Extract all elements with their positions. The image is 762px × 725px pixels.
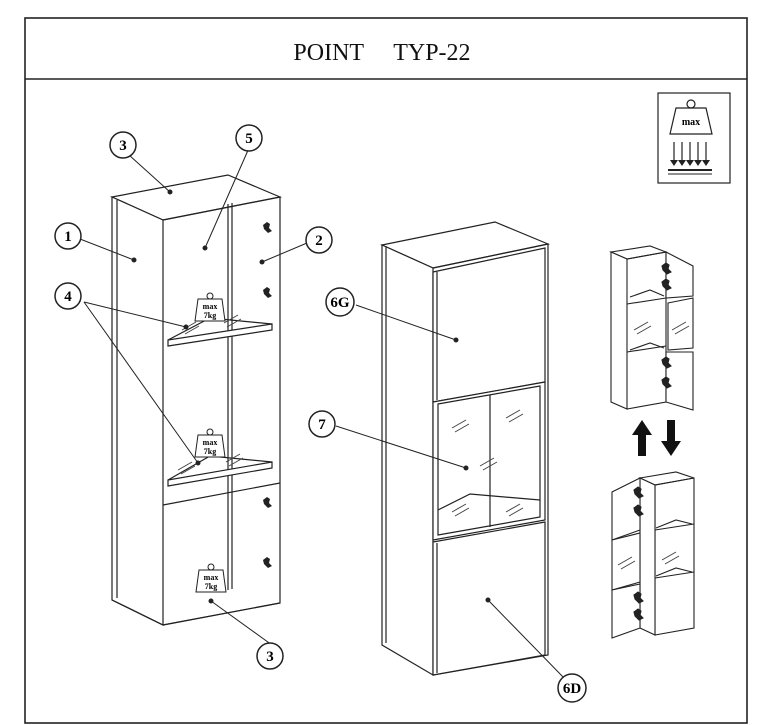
svg-text:6G: 6G	[330, 295, 350, 311]
upper-door	[432, 247, 546, 403]
swap-arrows	[632, 420, 681, 456]
callout-back-panel: 5	[235, 124, 263, 152]
callout-glass-shelves: 4	[54, 282, 82, 310]
callout-left-side: 1	[54, 222, 82, 250]
svg-text:5: 5	[245, 131, 253, 147]
svg-text:3: 3	[266, 649, 274, 665]
callout-bottom-panel: 3	[256, 642, 284, 670]
svg-text:3: 3	[119, 138, 127, 154]
callout-upper-door: 6G	[325, 287, 355, 317]
weight-tag-bottom-line1: max	[204, 573, 219, 582]
variant-hinged-left	[611, 471, 695, 639]
page-title: POINT TYP-22	[293, 40, 470, 66]
svg-text:6D: 6D	[563, 681, 582, 697]
weight-tag-upper-line2: 7kg	[204, 311, 216, 320]
svg-text:1: 1	[64, 229, 72, 245]
callout-right-side: 2	[305, 226, 333, 254]
weight-tag-bottom-line2: 7kg	[205, 582, 217, 591]
glass-door	[432, 381, 546, 541]
svg-text:2: 2	[315, 233, 323, 249]
leader-lines-left	[79, 147, 308, 646]
arrow-down-icon	[661, 420, 681, 456]
callout-lower-door: 6D	[557, 673, 587, 703]
weight-tag-middle-line1: max	[203, 438, 218, 447]
variant-hinged-right	[609, 245, 694, 411]
weight-tag-bottom: max 7kg	[195, 563, 227, 593]
svg-text:4: 4	[64, 289, 72, 305]
max-load-warning-icon: max	[657, 92, 731, 184]
arrow-up-icon	[632, 420, 652, 456]
weight-tag-upper: max 7kg	[194, 292, 226, 322]
weight-tag-middle-line2: 7kg	[204, 447, 216, 456]
outer-border	[24, 17, 748, 724]
glass-shelf-lower	[167, 453, 273, 487]
callout-top-panel: 3	[109, 131, 137, 159]
cabinet-carcass	[110, 174, 283, 626]
callout-glass-door: 7	[308, 410, 336, 438]
svg-text:7: 7	[318, 417, 326, 433]
leader-lines-middle	[335, 304, 567, 681]
weight-tag-middle: max 7kg	[194, 428, 226, 458]
weight-tag-upper-line1: max	[203, 302, 218, 311]
max-load-label: max	[682, 117, 700, 128]
